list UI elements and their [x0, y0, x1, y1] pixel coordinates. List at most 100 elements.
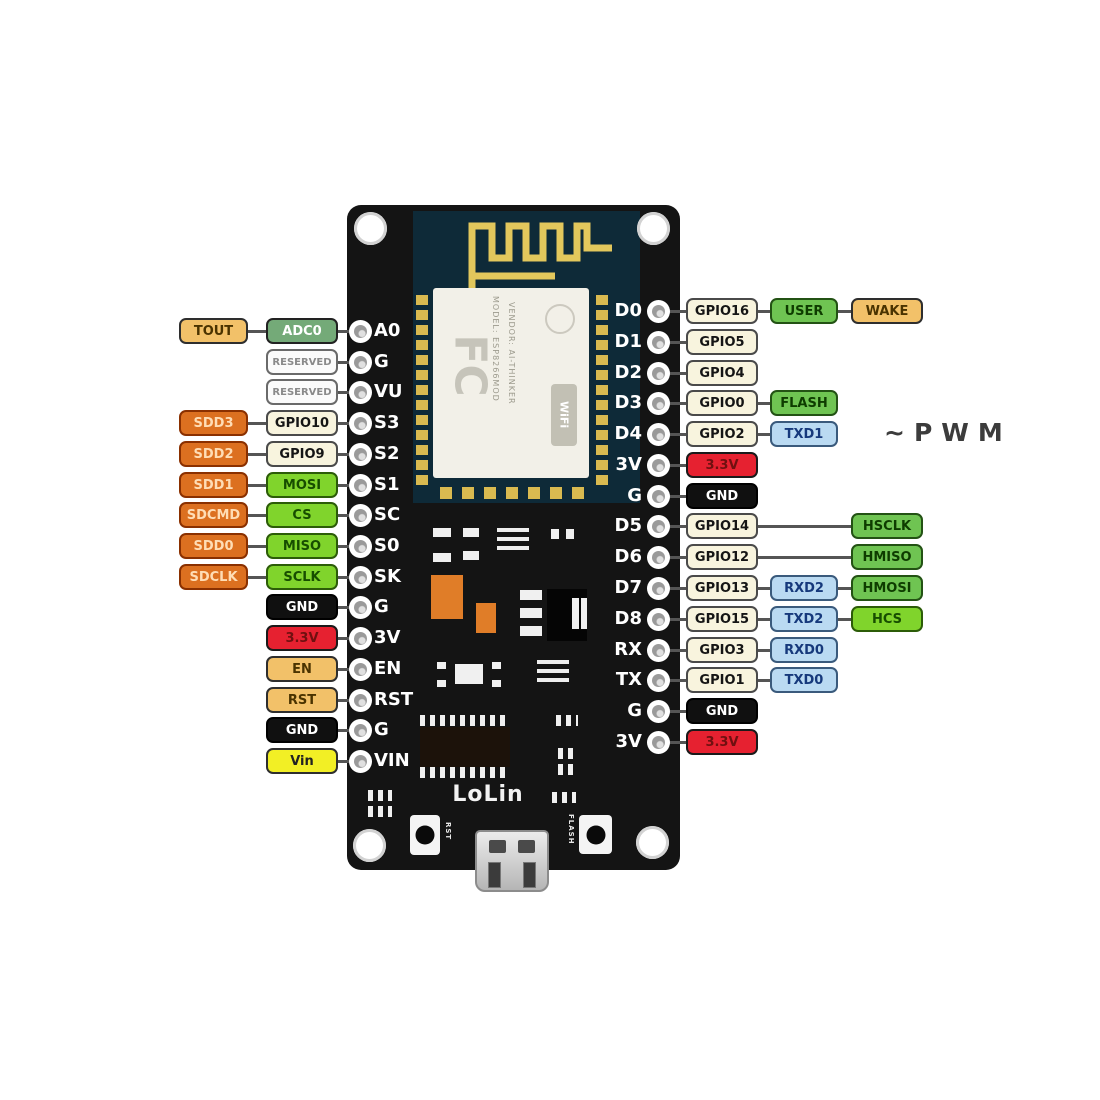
- smd-pad: [463, 528, 479, 537]
- pin-function-badge: ADC0: [266, 318, 338, 344]
- pin-label: 3V: [615, 454, 642, 475]
- pin-function-badge: GND: [686, 483, 758, 509]
- pin-function-badge: GND: [266, 594, 338, 620]
- pin-hole: [646, 361, 670, 385]
- pin-hole: [646, 668, 670, 692]
- pin-label: G: [627, 700, 642, 721]
- pin-function-badge: GPIO13: [686, 575, 758, 601]
- ic-footprint-pins: [420, 715, 510, 726]
- flash-button: [579, 815, 612, 854]
- pin-hole: [348, 657, 372, 681]
- component-orange: [476, 603, 496, 633]
- smd-pad: [520, 608, 542, 618]
- usb-notch: [518, 840, 535, 853]
- pin-function-badge: EN: [266, 656, 338, 682]
- pin-hole: [646, 330, 670, 354]
- pin-label: A0: [374, 320, 401, 341]
- pin-function-badge: SDD0: [179, 533, 248, 559]
- pin-label: D0: [614, 300, 642, 321]
- pin-function-badge: GPIO3: [686, 637, 758, 663]
- pin-function-badge: WAKE: [851, 298, 923, 324]
- smd-pads: [497, 528, 529, 550]
- smd-pad: [492, 662, 501, 669]
- pin-label: S1: [374, 474, 400, 495]
- pin-function-badge: GPIO1: [686, 667, 758, 693]
- smd-pads: [558, 764, 578, 775]
- pin-label: D6: [614, 546, 642, 567]
- pin-function-badge: FLASH: [770, 390, 838, 416]
- pin-function-badge: GPIO9: [266, 441, 338, 467]
- module-label-sticker: FC MODEL: ESP8266MOD VENDOR: AI-THINKER …: [433, 288, 589, 478]
- micro-usb-port: [475, 830, 549, 892]
- mounting-hole: [636, 826, 669, 859]
- pin-label: 3V: [615, 731, 642, 752]
- smd-pads: [558, 748, 578, 759]
- pin-function-badge: GPIO14: [686, 513, 758, 539]
- reset-button: [410, 815, 440, 855]
- pin-label: G: [374, 719, 389, 740]
- pin-function-badge: GPIO4: [686, 360, 758, 386]
- pin-function-badge: GND: [686, 698, 758, 724]
- smd-pad: [566, 529, 574, 539]
- pin-hole: [646, 607, 670, 631]
- pin-hole: [646, 730, 670, 754]
- pin-hole: [646, 514, 670, 538]
- pin-label: S3: [374, 412, 400, 433]
- pin-function-badge: HSCLK: [851, 513, 923, 539]
- pin-hole: [646, 484, 670, 508]
- pin-hole: [348, 503, 372, 527]
- smd-pad: [433, 528, 451, 537]
- pin-function-badge: TOUT: [179, 318, 248, 344]
- smd-pad: [520, 626, 542, 636]
- pin-function-badge: TXD1: [770, 421, 838, 447]
- pin-label: RX: [614, 639, 642, 660]
- pin-label: G: [374, 596, 389, 617]
- smd-pad: [437, 662, 446, 669]
- pin-hole: [348, 749, 372, 773]
- pin-label: S0: [374, 535, 400, 556]
- pin-hole: [348, 350, 372, 374]
- smd-pad: [463, 551, 479, 560]
- pin-label: RST: [374, 689, 414, 710]
- mounting-hole: [353, 829, 386, 862]
- usb-slot: [488, 862, 501, 888]
- fcc-mark: FC: [444, 334, 496, 397]
- pin-function-badge: SDD2: [179, 441, 248, 467]
- smd-pad: [551, 529, 559, 539]
- flash-button-label: FLASH: [567, 814, 575, 845]
- pin-function-badge: RST: [266, 687, 338, 713]
- smd-pads: [556, 715, 578, 726]
- connector-line: [658, 524, 887, 528]
- pin-function-badge: GPIO5: [686, 329, 758, 355]
- pin-function-badge: USER: [770, 298, 838, 324]
- pin-hole: [646, 422, 670, 446]
- brand-label: LoLin: [452, 782, 524, 807]
- smd-pad: [520, 590, 542, 600]
- pin-function-badge: RXD2: [770, 575, 838, 601]
- component-ic: [547, 589, 587, 641]
- smd-pad: [433, 553, 451, 562]
- pcb-antenna-icon: [468, 222, 612, 300]
- pin-function-badge: RESERVED: [266, 349, 338, 375]
- pin-function-badge: GPIO2: [686, 421, 758, 447]
- pwm-note: ~PWM: [884, 418, 1012, 447]
- pin-label: 3V: [374, 627, 401, 648]
- pin-label: D4: [614, 423, 642, 444]
- pin-function-badge: SCLK: [266, 564, 338, 590]
- module-pads-left: [416, 295, 428, 485]
- pin-function-badge: GPIO15: [686, 606, 758, 632]
- pin-hole: [348, 565, 372, 589]
- wifi-mark: WiFi: [551, 384, 577, 446]
- smd-pad: [492, 680, 501, 687]
- pin-function-badge: GPIO16: [686, 298, 758, 324]
- component-white: [581, 598, 587, 629]
- smd-pads: [537, 660, 569, 684]
- pin-function-badge: GPIO12: [686, 544, 758, 570]
- pin-hole: [646, 299, 670, 323]
- pin-function-badge: 3.3V: [686, 452, 758, 478]
- pin-function-badge: SDD3: [179, 410, 248, 436]
- pin-function-badge: SDCMD: [179, 502, 248, 528]
- pin-hole: [348, 718, 372, 742]
- module-pads-bottom: [440, 487, 585, 499]
